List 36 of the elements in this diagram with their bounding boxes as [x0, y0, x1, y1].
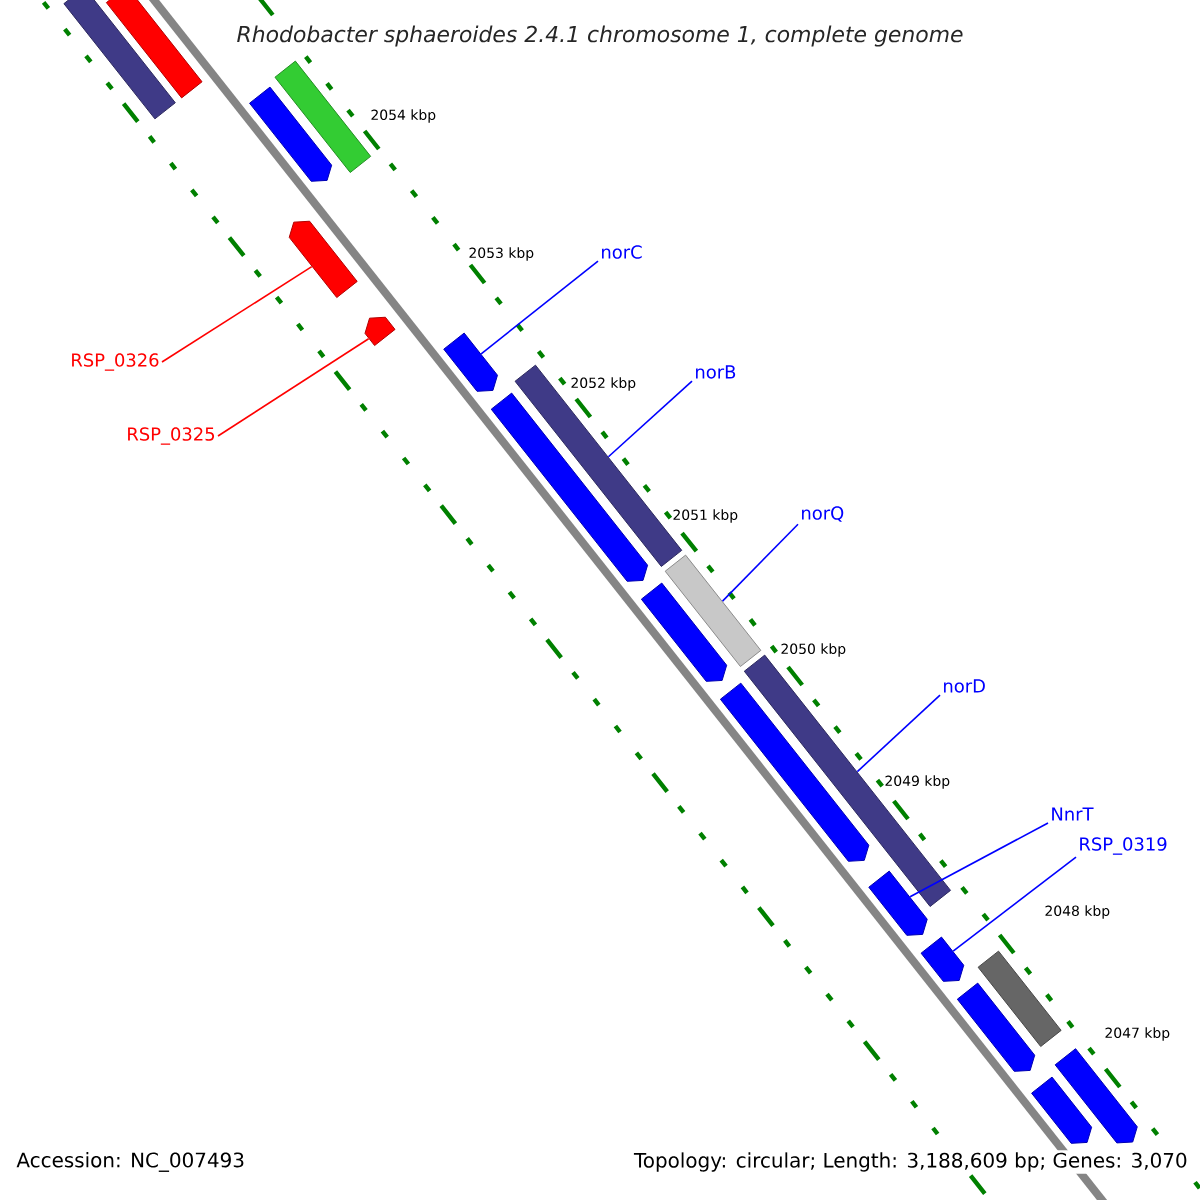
- gene-feature: [956, 982, 1036, 1072]
- leader-line: [721, 523, 799, 602]
- gene-feature: [274, 60, 372, 173]
- gene-feature: [288, 220, 358, 299]
- gene-feature: [719, 682, 870, 862]
- gene-feature: [63, 0, 176, 120]
- gene-label: RSP_0325: [128, 427, 215, 445]
- leader-line: [161, 265, 313, 363]
- gene-label: norC: [602, 245, 642, 259]
- leader-line: [909, 822, 1049, 898]
- gene-feature: [443, 332, 498, 392]
- gene-feature: [640, 582, 728, 682]
- gene-feature: [249, 86, 333, 182]
- leader-line: [480, 260, 599, 355]
- leader-line: [856, 694, 941, 773]
- gene-feature: [1054, 1048, 1138, 1144]
- leader-line: [952, 856, 1077, 952]
- gene-feature: [1031, 1076, 1093, 1144]
- title: Rhodobacter sphaeroides 2.4.1 chromosome 1, complete genome: [232, 21, 968, 51]
- gene-feature: [490, 392, 649, 582]
- leader-line: [607, 380, 693, 458]
- leader-line: [217, 337, 370, 437]
- gene-feature: [364, 316, 396, 347]
- gene-feature: [664, 554, 762, 667]
- gene-label: RSP_0326: [72, 353, 159, 371]
- gene-label: NnrT: [1052, 807, 1094, 821]
- gene-feature: [977, 950, 1062, 1047]
- gene-feature: [920, 936, 965, 982]
- gene-feature: [868, 870, 928, 936]
- gene-label: RSP_0319: [1080, 837, 1167, 855]
- gene-label: norD: [944, 679, 985, 693]
- gene-label: norB: [696, 365, 736, 379]
- gene-feature: [105, 0, 203, 99]
- footer-text: Accession: NC_007493: [14, 1150, 247, 1174]
- footer-text: Topology: circular; Length: 3,188,609 bp; Genes: 3,070: [631, 1150, 1190, 1174]
- gene-label: norQ: [802, 506, 844, 522]
